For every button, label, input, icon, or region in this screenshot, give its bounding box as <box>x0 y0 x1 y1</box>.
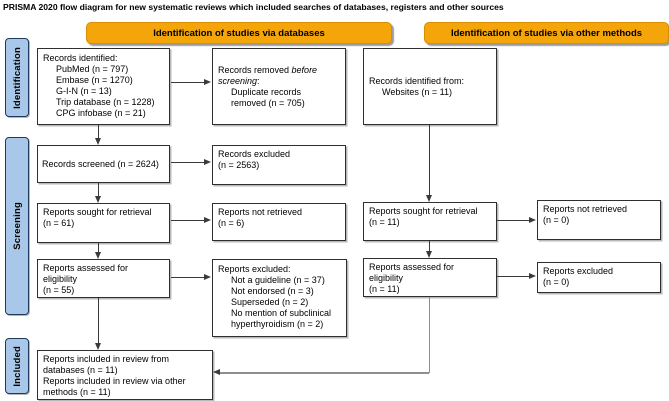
box-line: Not endorsed (n = 3) <box>231 286 314 296</box>
arrow-identified-to-removed <box>171 82 205 84</box>
arrow-assessed-other-elbow-horizontal <box>220 372 429 374</box>
arrowhead-left-icon <box>213 369 220 375</box>
box-line: Records identified from: <box>369 75 465 86</box>
box-line: Reports assessed for <box>43 263 129 273</box>
records-screened-box: Records screened (n = 2624) <box>37 145 170 183</box>
arrow-assessed-other-elbow-vertical <box>428 297 430 373</box>
box-line: (n = 6) <box>218 218 245 228</box>
box-text: : <box>257 75 260 86</box>
box-line: Reports excluded <box>543 266 614 276</box>
box-line: screening: <box>218 76 340 87</box>
arrow-screened-to-excluded <box>171 162 205 164</box>
arrow-assessed-to-excluded <box>171 277 205 279</box>
box-line: Records excluded <box>218 149 291 159</box>
arrowhead-right-icon <box>204 158 211 165</box>
box-line: eligibility <box>43 274 78 284</box>
reports-not-retrieved-db-box: Reports not retrieved (n = 6) <box>212 203 346 241</box>
box-line: Records identified: <box>43 53 118 63</box>
box-line: (n = 11) <box>369 217 400 227</box>
box-line: Superseded (n = 2) <box>231 297 309 307</box>
box-line: Trip database (n = 1228) <box>56 97 155 107</box>
arrowhead-down-icon <box>94 252 101 259</box>
arrowhead-down-icon <box>425 251 432 258</box>
box-line: databases (n = 11) <box>43 365 118 375</box>
arrowhead-down-icon <box>94 138 101 145</box>
phase-identification-label: Identification <box>11 46 23 109</box>
phase-screening-label: Screening <box>11 202 23 250</box>
arrowhead-right-icon <box>204 216 211 223</box>
arrowhead-down-icon <box>425 195 432 202</box>
box-line: Reports sought for retrieval <box>369 206 478 216</box>
arrowhead-right-icon <box>204 78 211 85</box>
box-line: CPG infobase (n = 21) <box>56 108 146 118</box>
arrow-identified-to-screened <box>97 125 99 139</box>
records-removed-box: Records removed before screening: Duplic… <box>212 48 346 125</box>
arrow-sought-to-notretrieved <box>171 220 205 222</box>
reports-assessed-db-box: Reports assessed for eligibility (n = 55… <box>37 259 170 298</box>
arrowhead-down-icon <box>94 196 101 203</box>
box-line: Not a guideline (n = 37) <box>231 275 325 285</box>
box-line: Reports not retrieved <box>218 207 303 217</box>
box-line: Reports included in review via other <box>43 376 186 386</box>
arrow-assessed-to-included <box>97 298 99 343</box>
phase-included-label: Included <box>11 345 23 387</box>
reports-sought-other-box: Reports sought for retrieval (n = 11) <box>363 202 497 241</box>
reports-excluded-other-box: Reports excluded (n = 0) <box>537 262 661 293</box>
box-line: (n = 11) <box>369 284 400 294</box>
box-line: Records screened (n = 2624) <box>42 158 159 169</box>
arrow-sought-to-assessed <box>97 243 99 252</box>
header-databases: Identification of studies via databases <box>86 22 392 44</box>
box-text-italic: screening <box>218 75 258 86</box>
records-identified-box: Records identified: PubMed (n = 797) Emb… <box>37 48 170 125</box>
box-line: No mention of subclinical <box>231 308 332 318</box>
reports-sought-db-box: Reports sought for retrieval (n = 61) <box>37 203 170 243</box>
box-line: Records removed before <box>218 65 340 76</box>
arrow-websites-to-sought <box>428 125 430 195</box>
box-line: Websites (n = 11) <box>382 86 452 97</box>
arrow-screened-to-sought <box>97 183 99 196</box>
box-line: G-I-N (n = 13) <box>56 86 112 96</box>
box-line: Embase (n = 1270) <box>56 75 133 85</box>
box-text-italic: before <box>291 64 318 75</box>
box-line: (n = 0) <box>543 277 570 287</box>
box-line: eligibility <box>369 273 404 283</box>
box-line: Reports not retrieved <box>543 204 628 214</box>
box-line: methods (n = 11) <box>43 387 111 397</box>
box-text: Records removed <box>218 64 290 75</box>
records-identified-other-box: Records identified from: Websites (n = 1… <box>363 48 497 125</box>
arrowhead-down-icon <box>94 343 101 350</box>
box-line: Reports included in review from <box>43 354 170 364</box>
phase-screening: Screening <box>5 137 29 315</box>
box-line: (n = 0) <box>543 215 570 225</box>
box-line: (n = 61) <box>43 218 75 228</box>
arrowhead-right-icon <box>204 273 211 280</box>
reports-not-retrieved-other-box: Reports not retrieved (n = 0) <box>537 200 661 240</box>
diagram-title: PRISMA 2020 flow diagram for new systema… <box>3 2 504 12</box>
phase-included: Included <box>5 338 29 394</box>
arrowhead-right-icon <box>529 216 536 223</box>
box-line: Reports excluded: <box>218 264 291 274</box>
box-line: Duplicate records <box>231 86 302 97</box>
box-line: (n = 2563) <box>218 160 260 170</box>
arrow-sought-other-to-assessed <box>428 241 430 251</box>
box-line: Reports sought for retrieval <box>43 207 152 217</box>
reports-assessed-other-box: Reports assessed for eligibility (n = 11… <box>363 258 497 297</box>
reports-excluded-db-box: Reports excluded: Not a guideline (n = 3… <box>212 259 347 337</box>
arrow-assessed-other-to-excluded <box>497 276 530 278</box>
arrowhead-right-icon <box>529 272 536 279</box>
records-excluded-box: Records excluded (n = 2563) <box>212 145 346 185</box>
box-line: PubMed (n = 797) <box>56 64 129 74</box>
box-line: removed (n = 705) <box>231 97 305 108</box>
included-box: Reports included in review from database… <box>37 350 213 400</box>
phase-identification: Identification <box>5 38 29 117</box>
box-line: hyperthyroidism (n = 2) <box>231 319 324 329</box>
box-line: Reports assessed for <box>369 262 455 272</box>
box-line: (n = 55) <box>43 285 75 295</box>
header-other-methods: Identification of studies via other meth… <box>424 22 669 44</box>
arrow-sought-other-to-notretrieved <box>497 220 530 222</box>
